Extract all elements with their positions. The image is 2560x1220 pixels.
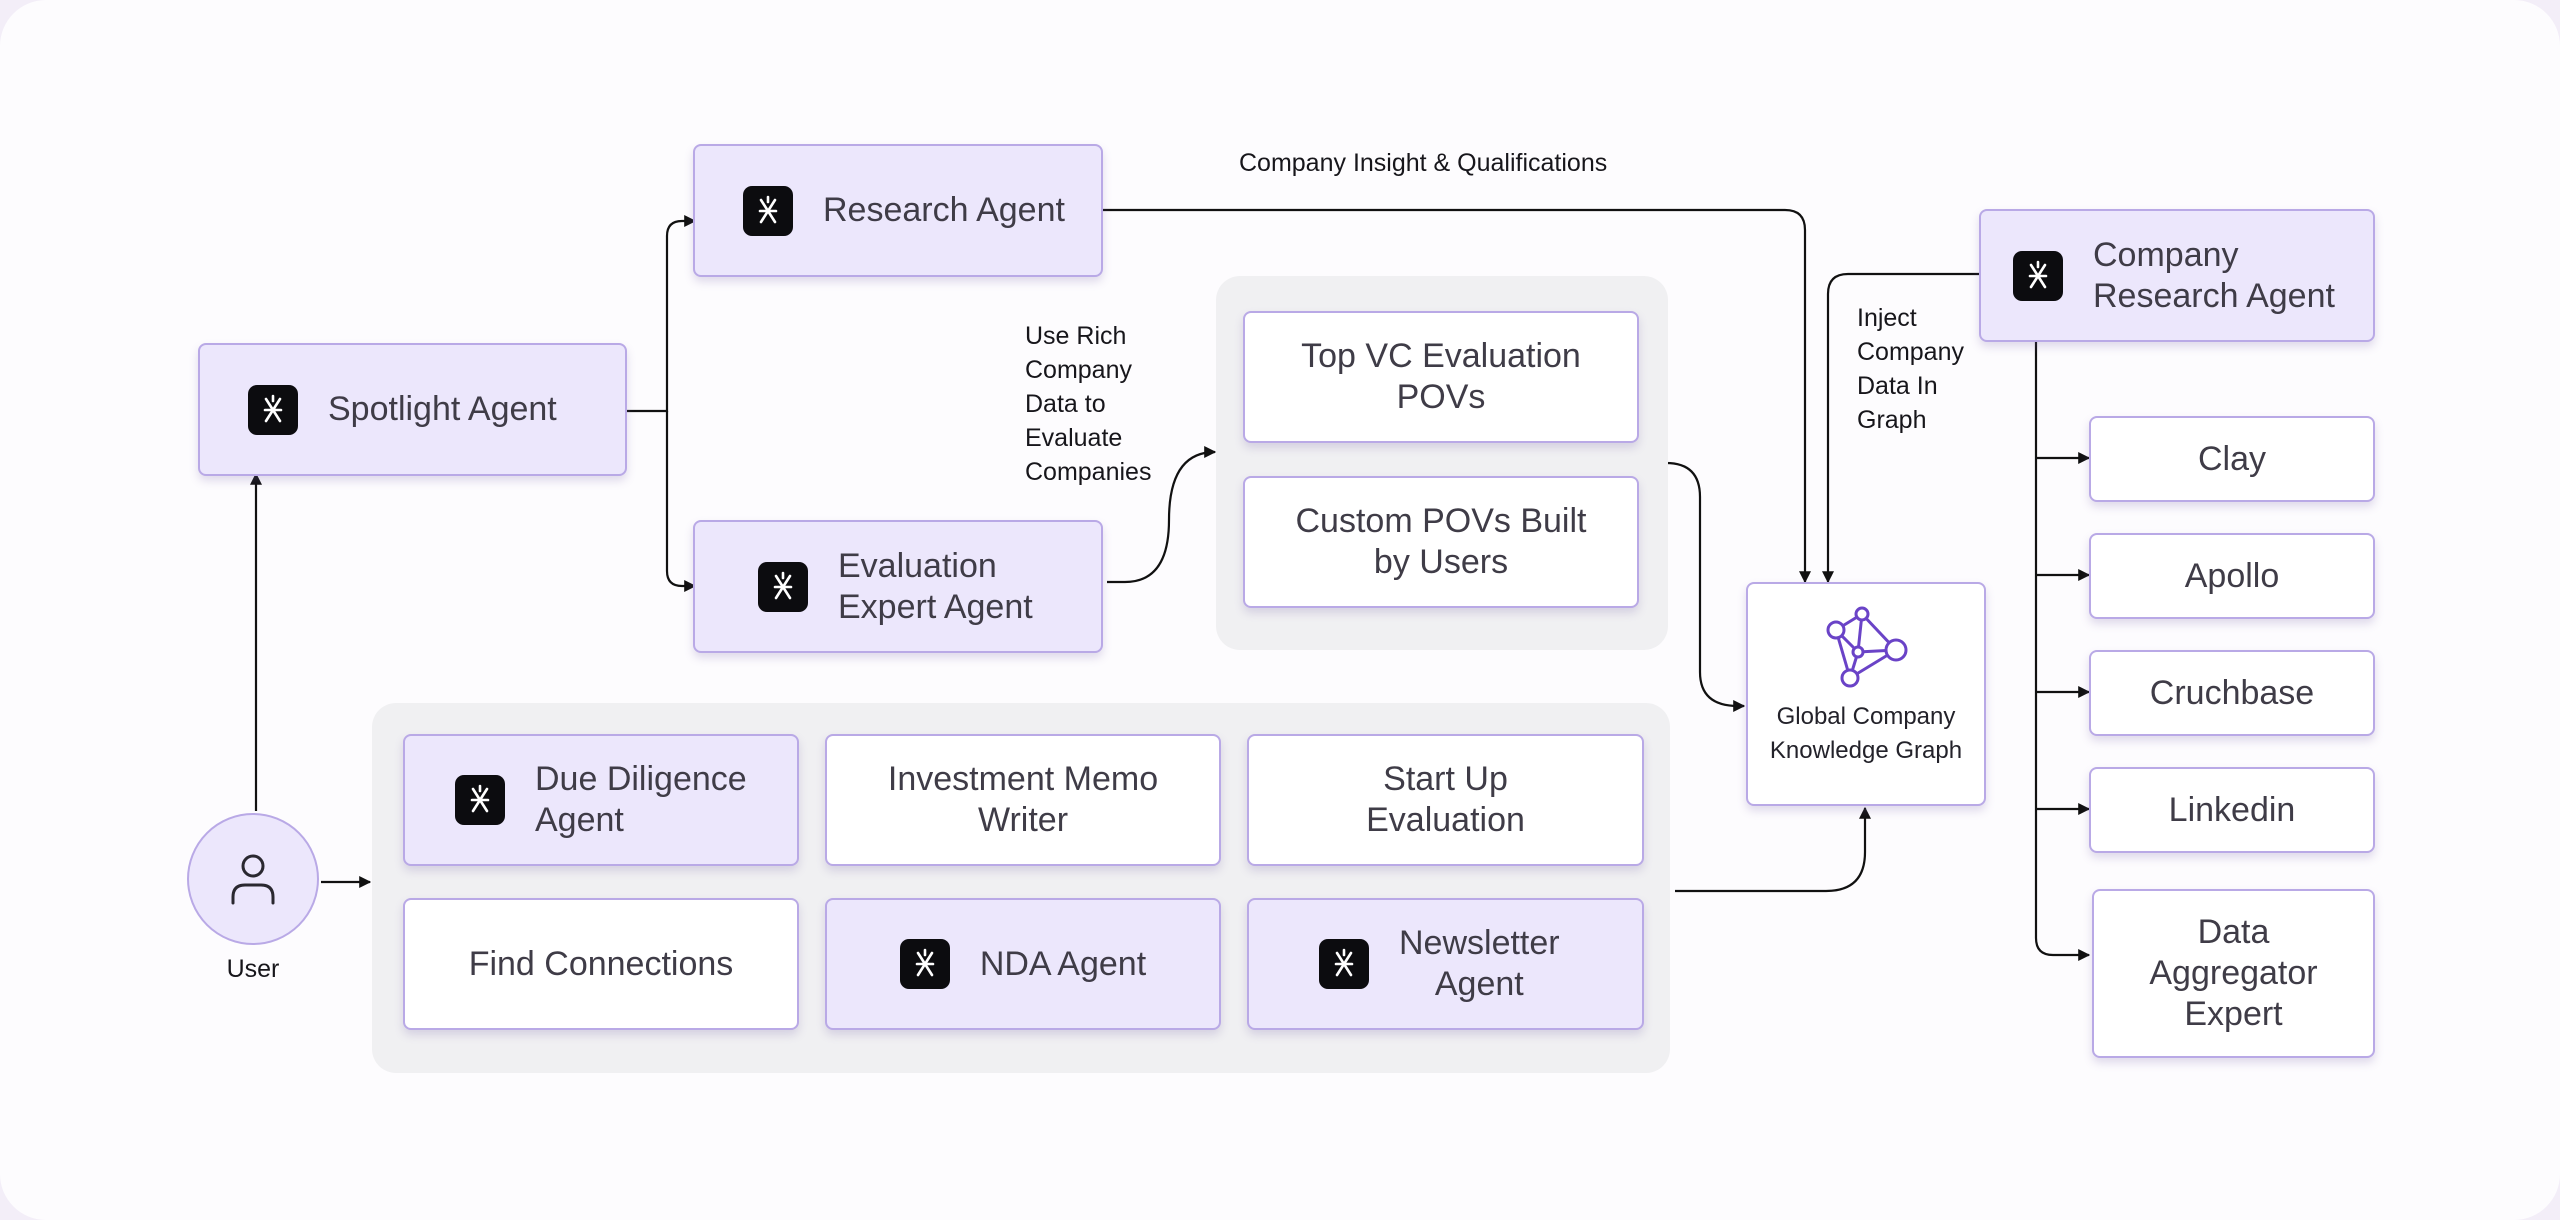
inject-annotation: Inject Company Data In Graph bbox=[1857, 304, 1964, 434]
company-research-to-graph-arrow bbox=[1822, 272, 1979, 584]
company-research-agent-label: Company Research Agent bbox=[2093, 235, 2335, 315]
knowledge-graph-icon bbox=[1826, 606, 1908, 688]
source-data-aggregator-node[interactable]: Data Aggregator Expert bbox=[2092, 889, 2375, 1058]
source-apollo-node[interactable]: Apollo bbox=[2089, 533, 2375, 619]
source-apollo-label: Apollo bbox=[2184, 556, 2280, 595]
source-linkedin-label: Linkedin bbox=[2168, 790, 2296, 829]
agent-logo-icon bbox=[248, 384, 298, 435]
povs-to-graph-arrow bbox=[1665, 461, 1746, 712]
startup-evaluation-node[interactable]: Start Up Evaluation bbox=[1247, 734, 1644, 866]
agent-logo-icon bbox=[455, 775, 505, 825]
spotlight-to-research-arrow bbox=[627, 215, 697, 413]
research-to-graph-arrow bbox=[1103, 208, 1811, 584]
source-cruchbase-label: Cruchbase bbox=[2149, 673, 2315, 712]
source-data-aggregator-label: Data Aggregator Expert bbox=[2149, 913, 2318, 1033]
due-diligence-label: Due Diligence Agent bbox=[535, 760, 747, 839]
agent-logo-icon bbox=[1319, 939, 1369, 989]
source-trunk-line bbox=[2034, 340, 2091, 961]
source-clay-node[interactable]: Clay bbox=[2089, 416, 2375, 502]
spotlight-agent-label: Spotlight Agent bbox=[328, 390, 557, 428]
source-linkedin-node[interactable]: Linkedin bbox=[2089, 767, 2375, 853]
top-vc-povs-label: Top VC Evaluation POVs bbox=[1301, 337, 1581, 416]
nda-agent-label: NDA Agent bbox=[979, 944, 1147, 983]
due-diligence-agent-node[interactable]: Due Diligence Agent bbox=[403, 734, 799, 866]
research-agent-label: Research Agent bbox=[823, 191, 1065, 229]
evaluation-agent-label: Evaluation Expert Agent bbox=[838, 546, 1033, 626]
newsletter-agent-node[interactable]: Newsletter Agent bbox=[1247, 898, 1644, 1030]
user-icon bbox=[231, 854, 275, 905]
agent-logo-icon bbox=[743, 185, 793, 236]
tools-to-graph-arrow bbox=[1675, 806, 1871, 893]
startup-evaluation-label: Start Up Evaluation bbox=[1366, 760, 1525, 839]
top-vc-povs-node[interactable]: Top VC Evaluation POVs bbox=[1243, 311, 1639, 443]
research-agent-node[interactable]: Research Agent bbox=[693, 144, 1103, 277]
agent-logo-icon bbox=[758, 561, 808, 612]
source-clay-label: Clay bbox=[2197, 439, 2267, 478]
company-research-agent-node[interactable]: Company Research Agent bbox=[1979, 209, 2375, 342]
rich-data-annotation: Use Rich Company Data to Evaluate Compan… bbox=[1025, 322, 1152, 486]
spotlight-agent-node[interactable]: Spotlight Agent bbox=[198, 343, 627, 476]
find-connections-node[interactable]: Find Connections bbox=[403, 898, 799, 1030]
user-label: User bbox=[226, 955, 280, 983]
insight-annotation: Company Insight & Qualifications bbox=[1239, 149, 1608, 177]
knowledge-graph-label: Global Company Knowledge Graph bbox=[1769, 703, 1963, 764]
custom-povs-node[interactable]: Custom POVs Built by Users bbox=[1243, 476, 1639, 608]
agent-logo-icon bbox=[899, 939, 950, 989]
custom-povs-label: Custom POVs Built by Users bbox=[1295, 502, 1587, 581]
knowledge-graph-node[interactable]: Global Company Knowledge Graph bbox=[1746, 582, 1986, 806]
agent-logo-icon bbox=[2013, 250, 2063, 301]
newsletter-agent-label: Newsletter Agent bbox=[1399, 924, 1560, 1003]
nda-agent-node[interactable]: NDA Agent bbox=[825, 898, 1221, 1030]
evaluation-to-povs-arrow bbox=[1107, 446, 1217, 584]
evaluation-expert-agent-node[interactable]: Evaluation Expert Agent bbox=[693, 520, 1103, 653]
investment-memo-label: Investment Memo Writer bbox=[887, 760, 1159, 839]
investment-memo-writer-node[interactable]: Investment Memo Writer bbox=[825, 734, 1221, 866]
source-cruchbase-node[interactable]: Cruchbase bbox=[2089, 650, 2375, 736]
user-avatar[interactable] bbox=[187, 813, 319, 945]
spotlight-to-evaluation-arrow bbox=[665, 411, 697, 592]
find-connections-label: Find Connections bbox=[468, 944, 734, 983]
